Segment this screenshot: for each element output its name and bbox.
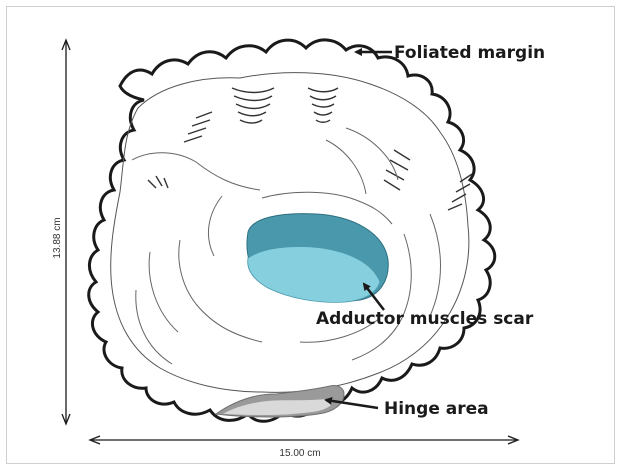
hinge-area-label: Hinge area: [384, 399, 489, 419]
adductor-scar-label: Adductor muscles scar: [316, 309, 534, 329]
height-dimension-label: 13.88 cm: [52, 217, 63, 258]
width-dimension-label: 15.00 cm: [279, 448, 320, 459]
foliated-margin-label: Foliated margin: [394, 43, 545, 63]
width-dimension: 15.00 cm: [90, 436, 518, 459]
height-dimension: 13.88 cm: [52, 40, 70, 424]
